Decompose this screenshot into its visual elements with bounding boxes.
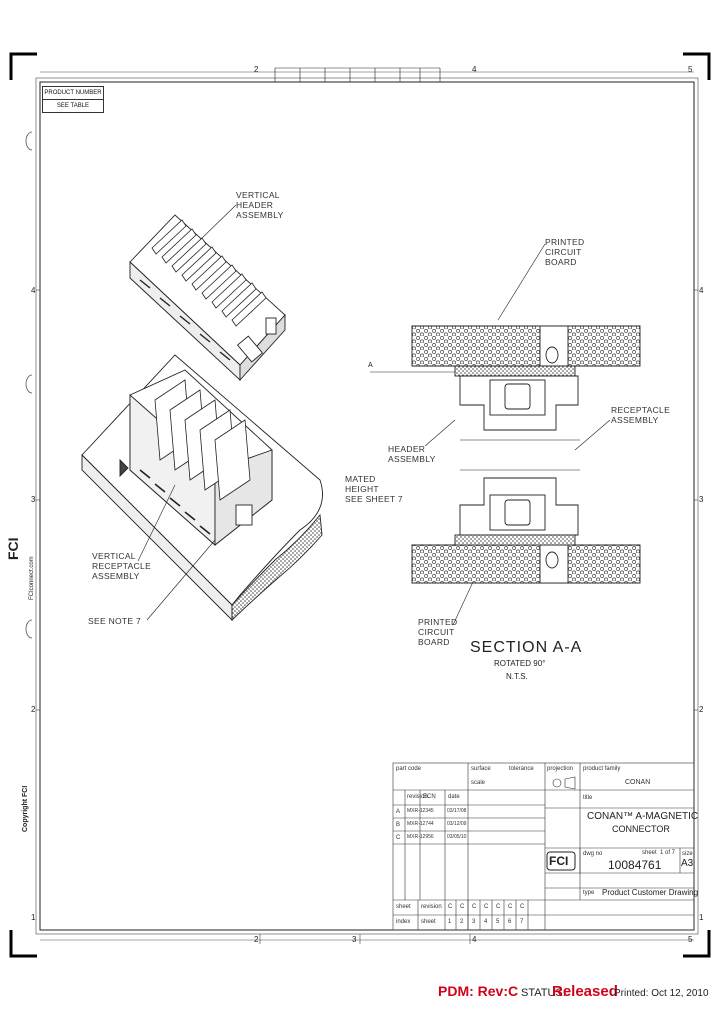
status-value: Released: [552, 983, 618, 1000]
section-view: [411, 325, 641, 584]
drawing-frame: [35, 67, 699, 944]
grid-top-5: 5: [688, 65, 693, 74]
pdm-revision: PDM: Rev:C: [438, 983, 519, 999]
rev-row-b-ecn: MXR-12744: [407, 821, 434, 827]
tb-tolerance: tolerance: [509, 766, 534, 772]
grid-bottom-2: 2: [254, 935, 259, 944]
tb-title-line1: CONAN™ A-MAGNETIC: [587, 811, 699, 822]
receptacle-isometric: [81, 354, 323, 622]
product-number-table: PRODUCT NUMBER SEE TABLE: [42, 86, 104, 113]
tb-title-line2: CONNECTOR: [612, 824, 670, 834]
rev-row-a-ecn: MXR-12345: [407, 808, 434, 814]
corner-marks: [9, 52, 711, 958]
grid-top-2: 2: [254, 65, 259, 74]
sheet-no-6: 6: [508, 919, 512, 925]
tb-revision-label: revision: [407, 794, 428, 800]
product-number-header: PRODUCT NUMBER: [43, 87, 103, 100]
grid-right-1: 1: [699, 913, 704, 922]
sheet-rev-6: C: [508, 904, 513, 910]
sheet-no-5: 5: [496, 919, 500, 925]
sheet-no-1: 1: [448, 919, 452, 925]
rev-row-c-rev: C: [396, 835, 401, 841]
grid-right-3: 3: [699, 495, 704, 504]
tb-sheet-value: 1 of 7: [660, 850, 676, 856]
tb-date-label: date: [448, 794, 460, 800]
sheet-no-3: 3: [472, 919, 476, 925]
sheet-rev-3: C: [472, 904, 477, 910]
tb-index-label: index: [396, 919, 411, 925]
sheet-rev-2: C: [460, 904, 465, 910]
rev-row-a-rev: A: [396, 809, 401, 815]
title-block-lines: [392, 762, 695, 931]
side-site: FCIconnect.com: [29, 556, 35, 600]
label-pcb-bottom: PRINTED CIRCUIT BOARD: [418, 617, 458, 647]
label-vertical-receptacle: VERTICAL RECEPTACLE ASSEMBLY: [92, 551, 152, 581]
label-see-note: SEE NOTE 7: [88, 616, 142, 626]
tb-type-label: type: [583, 890, 595, 896]
tb-sheet-row-label: sheet: [396, 904, 411, 910]
tb-size-value: A3: [681, 858, 694, 869]
grid-bottom-5: 5: [688, 935, 693, 944]
rev-row-b-rev: B: [396, 822, 401, 828]
grid-left-2: 2: [31, 705, 36, 714]
section-marker: A: [368, 362, 373, 369]
tb-title-label: title: [583, 795, 593, 801]
tb-part-code: part code: [396, 766, 422, 772]
tb-ecn-label: ECN: [423, 794, 436, 800]
grid-bottom-4: 4: [472, 935, 477, 944]
label-receptacle-assembly: RECEPTACLE ASSEMBLY: [611, 405, 671, 425]
rev-row-c-ecn: MXR-12956: [407, 834, 434, 840]
tb-sheet-label-2: sheet: [421, 919, 436, 925]
label-pcb-top: PRINTED CIRCUIT BOARD: [545, 237, 585, 267]
tb-dwg-no-label: dwg no: [583, 851, 603, 857]
side-copyright: Copyright FCI: [22, 785, 29, 832]
fci-logo: [546, 851, 576, 871]
label-header-assembly: HEADER ASSEMBLY: [388, 444, 436, 464]
printed-date: Printed: Oct 12, 2010: [614, 988, 709, 999]
grid-right-4: 4: [699, 286, 704, 295]
tb-fci-logo-text: FCI: [549, 854, 569, 868]
grid-left-3: 3: [31, 495, 36, 504]
header-isometric: [129, 214, 286, 382]
grid-top-4: 4: [472, 65, 477, 74]
sheet-rev-5: C: [496, 904, 501, 910]
product-number-value: SEE TABLE: [56, 103, 90, 109]
tb-type-value: Product Customer Drawing: [602, 888, 699, 897]
grid-bottom-3: 3: [352, 935, 357, 944]
status-label: STATUS:: [521, 987, 566, 999]
tb-product-family: product family: [583, 766, 621, 772]
sheet-no-2: 2: [460, 919, 464, 925]
section-sub-nts: N.T.S.: [506, 672, 528, 681]
tb-size-label: size: [682, 851, 693, 857]
sheet-rev-1: C: [448, 904, 453, 910]
projection-symbol: [552, 776, 576, 790]
leader-lines: [137, 204, 611, 626]
rev-row-a-date: 03/17/08: [447, 808, 467, 814]
label-vertical-header: VERTICAL HEADER ASSEMBLY: [236, 190, 284, 220]
sheet-no-7: 7: [520, 919, 524, 925]
tb-sheet-label: sheet: [642, 850, 657, 856]
label-mated-height: MATED HEIGHT SEE SHEET 7: [345, 474, 403, 504]
tb-family-value: CONAN: [625, 779, 651, 786]
tb-scale: scale: [471, 780, 486, 786]
grid-right-2: 2: [699, 705, 704, 714]
tb-dwg-no: 10084761: [608, 858, 662, 872]
rev-row-b-date: 03/12/09: [447, 821, 467, 827]
grid-left-1: 1: [31, 913, 36, 922]
tb-projection: projection: [547, 766, 574, 772]
section-sub-rotated: ROTATED 90°: [494, 659, 546, 668]
sheet-no-4: 4: [484, 919, 488, 925]
sheet-rev-7: C: [520, 904, 525, 910]
tb-surface: surface: [471, 766, 491, 772]
section-title: SECTION A-A: [470, 639, 583, 656]
punch-holes: [25, 131, 33, 639]
tb-rev-row-label: revision: [421, 904, 442, 910]
rev-row-c-date: 03/05/10: [447, 834, 467, 840]
grid-left-4: 4: [31, 286, 36, 295]
sheet-rev-4: C: [484, 904, 489, 910]
side-brand: FCI: [5, 537, 21, 560]
